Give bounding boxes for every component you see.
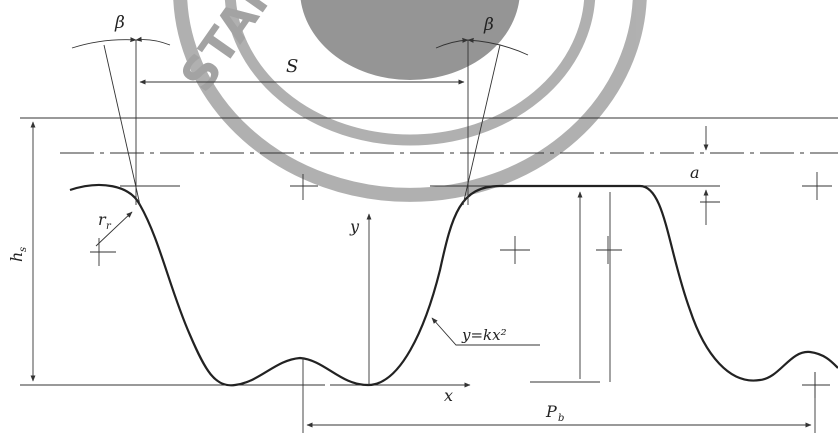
beta-right-label: β xyxy=(483,15,494,35)
r-label-sub: r xyxy=(106,221,112,232)
right-flank-angle-line xyxy=(462,44,501,206)
labels: β β S a h s r r y x y=kx² P b xyxy=(7,13,700,424)
beta-left-label: β xyxy=(114,13,125,33)
h-label-main: h xyxy=(7,252,26,262)
center-mark-2 xyxy=(500,236,530,264)
x-axis-label: x xyxy=(444,386,453,405)
a-label: a xyxy=(690,163,700,182)
center-mark-3 xyxy=(596,236,622,264)
fillet-center-mark xyxy=(90,238,116,266)
watermark-seal-center xyxy=(300,0,520,80)
reference-lines xyxy=(20,117,838,388)
s-label: S xyxy=(286,56,298,77)
dimensions xyxy=(30,36,812,428)
h-label-sub: s xyxy=(18,247,29,252)
watermark-ring-inner xyxy=(224,0,596,146)
p-label-sub: b xyxy=(558,413,564,424)
fillet-radius-leader xyxy=(95,211,133,247)
center-mark-1 xyxy=(290,174,318,200)
left-flank-angle-line xyxy=(103,44,141,206)
center-mark-5 xyxy=(802,372,830,398)
center-mark-4 xyxy=(802,172,832,200)
y-axis-label: y xyxy=(349,217,360,236)
tooth-profile-curve xyxy=(69,183,838,387)
construction-lines xyxy=(103,40,816,433)
beta-left-arc-2 xyxy=(135,36,171,46)
beta-right-arc xyxy=(435,37,469,49)
p-label: P xyxy=(545,402,557,421)
beta-right-arc-2 xyxy=(467,37,529,56)
watermark: STAN xyxy=(170,0,647,202)
h-label: h s xyxy=(7,247,29,262)
curve-leader xyxy=(431,317,540,346)
r-label: r xyxy=(98,210,107,229)
curve-equation-label: y=kx² xyxy=(461,326,507,344)
beta-left-arc xyxy=(71,37,137,49)
watermark-ring-outer xyxy=(173,0,647,202)
